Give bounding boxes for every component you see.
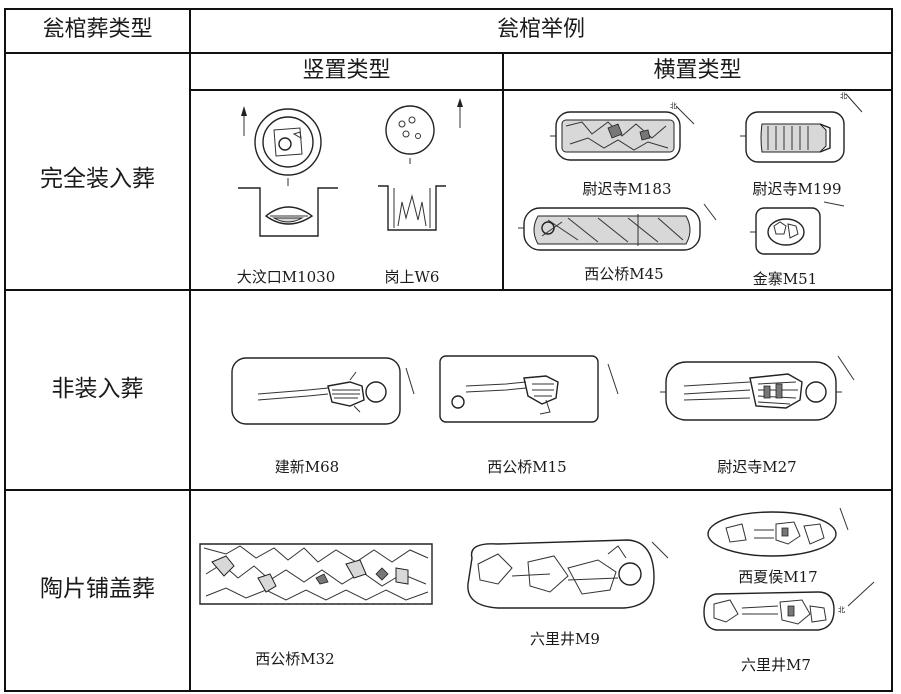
weichisi-m199-drawing-icon: 北 [740,92,870,170]
liulijing-m7-sherd-drawing-icon: 北 [698,580,878,640]
jianxin-m68-skeleton-icon [228,350,418,430]
svg-text:北: 北 [840,92,847,100]
caption-xigongqiao-m45: 西公桥M45 [584,265,664,283]
vertical-horizontal-divider [502,52,504,290]
jinzhai-m51-drawing-icon [748,196,848,260]
table-border-top [4,8,893,10]
subheader-vertical: 竖置类型 [302,58,391,83]
xigongqiao-m45-drawing-icon [518,200,718,260]
gangshang-urn-drawing-icon [376,98,463,243]
caption-liulijing-m9: 六里井M9 [530,630,600,648]
table-border-bottom [4,690,893,692]
caption-liulijing-m7: 六里井M7 [741,656,811,674]
caption-weichisi-m199: 尉迟寺M199 [752,180,842,198]
row-label-non-enclosure: 非装入葬 [51,376,144,402]
caption-jinzhai-m51: 金寨M51 [752,270,818,288]
xigongqiao-m15-skeleton-icon [436,350,636,430]
table-border-right [891,8,893,692]
caption-jianxin-m68: 建新M68 [274,458,340,476]
dawenkou-urn-drawing-icon [230,106,340,258]
row1-divider [4,289,893,291]
row-label-sherd-cover: 陶片铺盖葬 [40,576,155,602]
subheader-horizontal: 横置类型 [653,58,742,83]
caption-gangshang-w6: 岗上W6 [384,268,440,286]
caption-weichisi-m183: 尉迟寺M183 [582,180,672,198]
header-divider [4,52,893,54]
type-column-divider [189,8,191,692]
row2-divider [4,489,893,491]
table-border-left [4,8,6,692]
caption-xixiahou-m17: 西夏侯M17 [738,568,818,586]
weichisi-m27-skeleton-icon [660,352,860,432]
weichisi-m183-drawing-icon: 北 [548,102,698,168]
caption-xigongqiao-m32: 西公桥M32 [255,650,335,668]
header-burial-type: 瓮棺葬类型 [42,17,153,42]
header-urn-examples: 瓮棺举例 [496,17,585,42]
svg-text:北: 北 [670,102,677,110]
xigongqiao-m32-sherd-drawing-icon [196,534,442,614]
row-label-full-enclosure: 完全装入葬 [40,166,155,192]
subheader-divider [189,89,893,91]
liulijing-m9-sherd-drawing-icon [458,528,668,618]
xixiahou-m17-sherd-drawing-icon [704,506,854,562]
caption-xigongqiao-m15: 西公桥M15 [487,458,567,476]
svg-text:北: 北 [838,606,845,614]
caption-dawenkou-m1030: 大汶口M1030 [236,268,336,286]
caption-weichisi-m27: 尉迟寺M27 [717,458,797,476]
